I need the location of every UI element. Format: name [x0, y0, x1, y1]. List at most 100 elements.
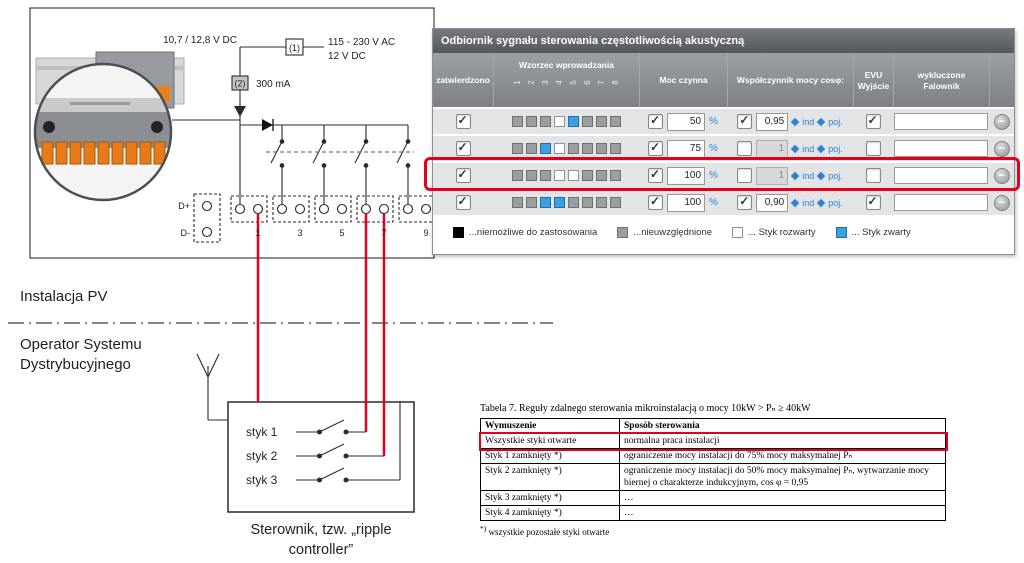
pattern-square[interactable] [553, 170, 565, 181]
pattern-square[interactable] [581, 143, 593, 154]
ind-marker-icon[interactable] [790, 171, 800, 180]
cos-checkbox[interactable] [737, 141, 753, 156]
tabela-row: Styk 3 zamknięty *)… [480, 490, 946, 506]
cos-input[interactable] [756, 193, 789, 212]
excluded-inverter-input[interactable] [894, 167, 988, 184]
power-checkbox[interactable] [648, 113, 664, 129]
pattern-square[interactable] [525, 143, 537, 154]
pattern-square[interactable] [511, 116, 523, 127]
pattern-number: 5 [569, 80, 578, 85]
pattern-square[interactable] [609, 170, 621, 181]
pattern-square[interactable] [539, 170, 551, 181]
pattern-square[interactable] [581, 116, 593, 127]
cos-input[interactable] [756, 139, 789, 158]
footnote-marker: *) [480, 524, 487, 533]
pattern-square[interactable] [595, 170, 607, 181]
pattern-number: 1 [513, 80, 522, 85]
remove-row-button[interactable]: − [993, 113, 1010, 130]
pattern-square[interactable] [609, 143, 621, 154]
input-pattern[interactable] [511, 197, 621, 208]
cos-input[interactable] [756, 112, 789, 131]
pattern-square[interactable] [595, 197, 607, 208]
power-checkbox[interactable] [648, 167, 664, 183]
ref1-label: (1) [289, 43, 300, 53]
evu-checkbox[interactable] [865, 113, 881, 129]
power-input[interactable] [667, 112, 706, 131]
evu-cell [853, 136, 893, 161]
pattern-square[interactable] [525, 170, 537, 181]
tabela-row: Styk 1 zamknięty *)ograniczenie mocy ins… [480, 448, 946, 464]
remove-row-button[interactable]: − [993, 140, 1010, 157]
poj-marker-icon[interactable] [817, 171, 826, 180]
relay-contacts [270, 125, 411, 204]
force-cell: Styk 2 zamknięty *) [480, 463, 620, 491]
poj-marker-icon[interactable] [817, 198, 826, 207]
excluded-inverter-input[interactable] [894, 194, 988, 211]
cos-input[interactable] [756, 166, 789, 185]
power-input[interactable] [667, 166, 706, 185]
pattern-square[interactable] [553, 143, 565, 154]
pattern-square[interactable] [609, 116, 621, 127]
pattern-square[interactable] [567, 116, 579, 127]
ind-marker-icon[interactable] [790, 117, 800, 126]
power-input[interactable] [667, 193, 706, 212]
pattern-square[interactable] [567, 170, 579, 181]
pattern-square[interactable] [539, 197, 551, 208]
ind-marker-icon[interactable] [790, 198, 800, 207]
approved-checkbox[interactable] [455, 194, 471, 210]
controller-caption-line1: Sterownik, tzw. „ripple [250, 522, 391, 538]
pattern-square[interactable] [539, 143, 551, 154]
evu-checkbox[interactable] [865, 194, 881, 210]
remove-row-button[interactable]: − [993, 167, 1010, 184]
excluded-inverter-input[interactable] [894, 113, 988, 130]
approved-checkbox[interactable] [455, 140, 471, 156]
mode-cell: normalna praca instalacji [619, 433, 946, 449]
pattern-square[interactable] [511, 143, 523, 154]
terminal-number: 7 [381, 228, 386, 238]
pattern-square[interactable] [511, 197, 523, 208]
pattern-square[interactable] [609, 197, 621, 208]
legend-label: ... Styk rozwarty [748, 227, 816, 238]
approved-checkbox[interactable] [455, 167, 471, 183]
pattern-square[interactable] [581, 170, 593, 181]
cos-checkbox[interactable] [737, 168, 753, 183]
power-checkbox[interactable] [648, 140, 664, 156]
evu-cell [853, 109, 893, 134]
input-pattern[interactable] [511, 116, 621, 127]
pattern-square[interactable] [539, 116, 551, 127]
pattern-square[interactable] [581, 197, 593, 208]
excluded-inverter-input[interactable] [894, 140, 988, 157]
power-checkbox[interactable] [648, 194, 664, 210]
evu-checkbox[interactable] [865, 141, 881, 156]
cos-checkbox[interactable] [737, 194, 753, 210]
force-cell: Styk 3 zamknięty *) [480, 490, 620, 506]
pattern-square[interactable] [567, 143, 579, 154]
pattern-square[interactable] [525, 116, 537, 127]
ind-marker-icon[interactable] [790, 144, 800, 153]
ac-voltage-label: 115 - 230 V AC [328, 37, 395, 48]
pattern-square[interactable] [525, 197, 537, 208]
approved-checkbox[interactable] [455, 113, 471, 129]
pattern-square[interactable] [595, 143, 607, 154]
input-pattern[interactable] [511, 170, 621, 181]
panel-title: Odbiornik sygnału sterowania częstotliwo… [433, 29, 1014, 53]
cos-checkbox[interactable] [737, 113, 753, 129]
power-cell: % [639, 163, 727, 188]
pattern-square[interactable] [511, 170, 523, 181]
input-pattern[interactable] [511, 143, 621, 154]
tabela-row: Styk 2 zamknięty *)ograniczenie mocy ins… [480, 463, 946, 491]
pattern-square[interactable] [567, 197, 579, 208]
pattern-square[interactable] [595, 116, 607, 127]
remove-row-button[interactable]: − [993, 194, 1010, 211]
evu-cell [853, 190, 893, 215]
poj-marker-icon[interactable] [817, 117, 826, 126]
power-input[interactable] [667, 139, 706, 158]
evu-checkbox[interactable] [865, 168, 881, 183]
pattern-cell [493, 163, 639, 188]
pattern-square[interactable] [553, 116, 565, 127]
pattern-square[interactable] [553, 197, 565, 208]
tabela-footnote: *) wszystkie pozostałe styki otwarte [480, 524, 946, 537]
poj-marker-icon[interactable] [817, 144, 826, 153]
